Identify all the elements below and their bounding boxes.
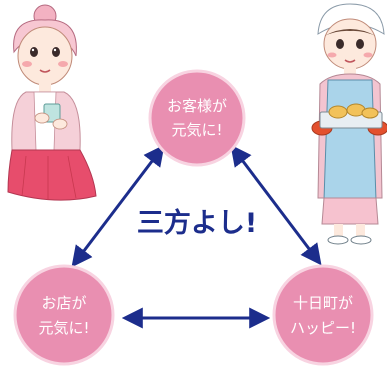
arrow-customers-town xyxy=(230,144,322,266)
node-town: 十日町が ハッピー! xyxy=(272,264,374,366)
arrow-customers-shops xyxy=(71,144,165,268)
woman-with-cup-illustration xyxy=(7,4,97,201)
node-town-line2: ハッピー! xyxy=(290,319,356,337)
node-shops: お店が 元気に! xyxy=(13,264,115,366)
node-customers: お客様が 元気に! xyxy=(148,69,246,167)
center-label: 三方よし! xyxy=(137,207,257,239)
node-shops-line2: 元気に! xyxy=(38,319,89,337)
node-shops-line1: お店が xyxy=(41,294,86,312)
shopkeeper-with-bread-tray-illustration xyxy=(311,3,387,245)
node-town-line1: 十日町が xyxy=(293,294,353,312)
node-customers-line2: 元気に! xyxy=(171,121,222,139)
node-customers-line1: お客様が xyxy=(167,97,227,115)
